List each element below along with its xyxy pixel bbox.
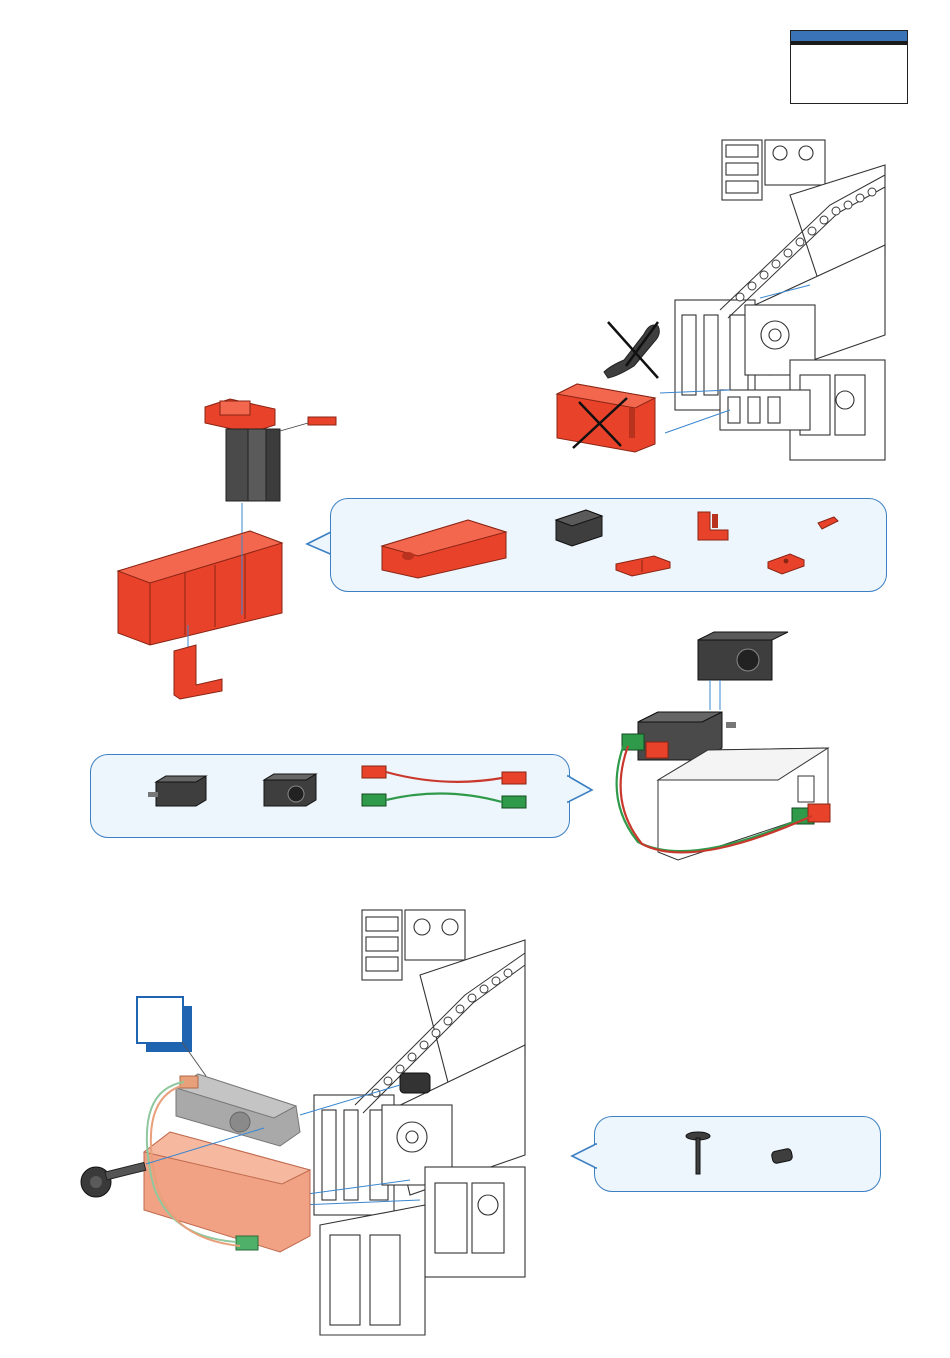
step-number-badge	[136, 996, 184, 1044]
sleeve-icon	[768, 1146, 796, 1166]
step-badge-leader	[180, 1040, 210, 1080]
motor-switch-assembly-icon	[598, 630, 838, 870]
motor-unit-icon	[260, 770, 320, 810]
axle-pin-icon	[682, 1130, 714, 1178]
removed-lever-icon	[596, 316, 666, 382]
building-block-dark-icon	[552, 506, 604, 548]
connector-pin-icon	[816, 515, 840, 531]
corner-marker-rule	[791, 41, 907, 45]
red-cable-icon	[356, 762, 532, 790]
removed-red-block-icon	[555, 378, 665, 454]
crane-frame-top-icon	[660, 135, 890, 467]
angle-block-icon	[696, 510, 732, 542]
small-plate-icon	[766, 552, 806, 576]
green-cable-icon	[356, 788, 532, 816]
battery-box-icon	[378, 514, 508, 580]
switch-module-icon	[146, 772, 210, 812]
corner-marker-accent	[791, 31, 907, 41]
callout-pointer-3	[570, 1142, 598, 1170]
flat-plate-icon	[614, 554, 672, 576]
callout-pointer-2	[566, 774, 594, 804]
callout-parts-axle	[594, 1116, 881, 1192]
step-badge-face	[136, 996, 184, 1044]
corner-marker	[790, 30, 908, 104]
gear-axle-icon	[80, 1060, 320, 1260]
crane-frame-bottom-icon	[300, 905, 528, 1335]
